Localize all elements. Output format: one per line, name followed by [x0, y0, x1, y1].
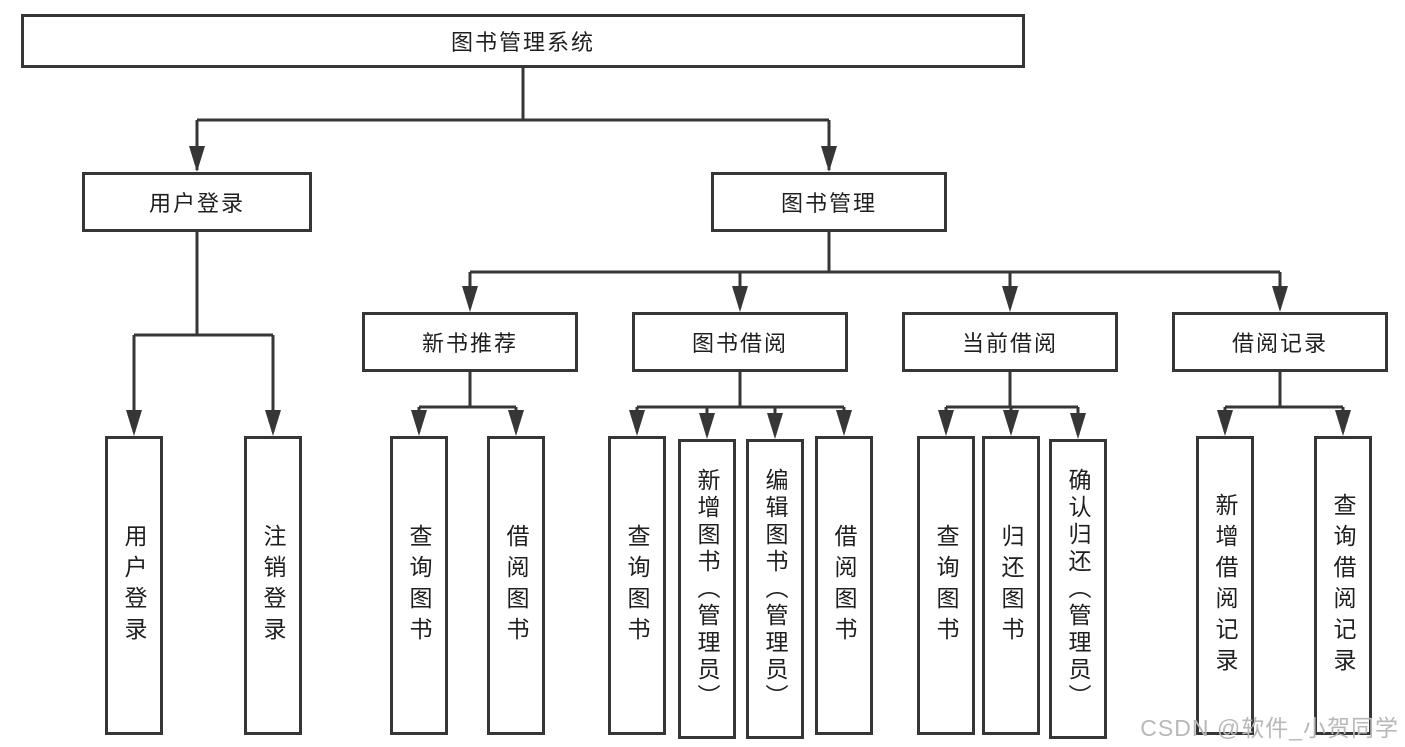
leaf-query-books-current: 查询图书: [917, 436, 975, 735]
node-borrowing-records: 借阅记录: [1172, 312, 1388, 372]
node-library-management-system: 图书管理系统: [21, 14, 1025, 68]
leaf-add-borrow-record: 新增借阅记录: [1196, 436, 1254, 735]
leaf-query-borrow-record: 查询借阅记录: [1314, 436, 1372, 735]
leaf-edit-book-admin: 编辑图书（管理员）: [746, 439, 804, 739]
leaf-query-books-borrowing: 查询图书: [608, 436, 666, 735]
leaf-user-login: 用户登录: [105, 436, 163, 735]
leaf-confirm-return-admin: 确认归还（管理员）: [1049, 439, 1107, 739]
leaf-add-book-admin: 新增图书（管理员）: [678, 439, 736, 739]
node-book-borrowing: 图书借阅: [632, 312, 848, 372]
leaf-logout: 注销登录: [244, 436, 302, 735]
node-new-book-recommendation: 新书推荐: [362, 312, 578, 372]
leaf-return-books: 归还图书: [982, 436, 1040, 735]
leaf-borrow-books-recommend: 借阅图书: [487, 436, 545, 735]
watermark: CSDN @软件_小贺同学: [1140, 715, 1399, 741]
leaf-borrow-books-borrowing: 借阅图书: [815, 436, 873, 735]
node-current-borrowing: 当前借阅: [902, 312, 1118, 372]
leaf-query-books-recommend: 查询图书: [390, 436, 448, 735]
node-user-login: 用户登录: [82, 172, 312, 232]
node-book-management: 图书管理: [711, 172, 947, 232]
